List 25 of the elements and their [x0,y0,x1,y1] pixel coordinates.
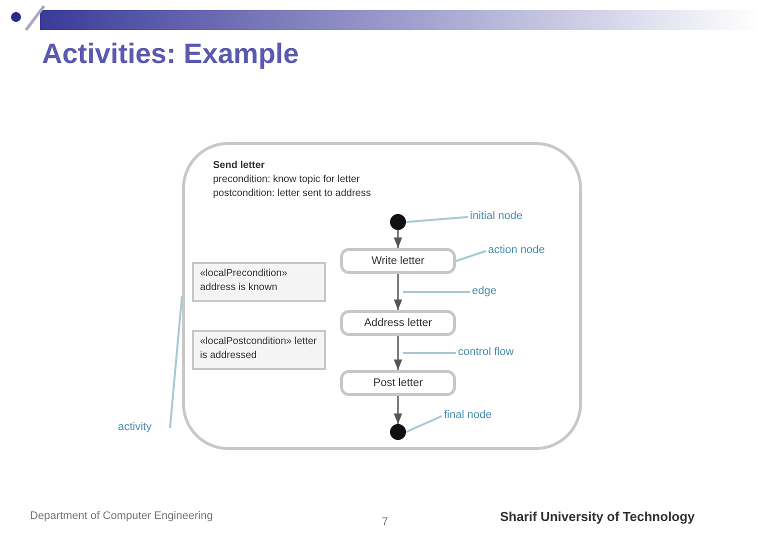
final-node [390,424,406,440]
slide-title: Activities: Example [42,38,299,70]
control-flow-arrow [394,230,402,248]
leader-line [456,250,486,262]
control-flow-arrow [394,396,402,424]
leader-line [406,216,468,223]
note-box: «localPostcondition» letter is addressed [192,330,326,370]
action-box: Post letter [340,370,456,396]
condition-text: postcondition: letter sent to address [213,187,372,201]
page-number: 7 [382,516,388,528]
activity-name: Send letter [213,159,266,173]
condition-text: precondition: know topic for letter [213,173,361,187]
control-flow-arrow [394,274,402,310]
initial-node [390,214,406,230]
action-box: Write letter [340,248,456,274]
leader-line [169,296,183,428]
action-box: Address letter [340,310,456,336]
footer-text: Sharif University of Technology [500,509,695,524]
control-flow-arrow [394,336,402,370]
activity-frame [182,142,582,450]
leader-line [403,291,470,293]
note-box: «localPrecondition» address is known [192,262,326,302]
leader-line [403,352,456,354]
leader-line [406,415,442,433]
footer-text: Department of Computer Engineering [30,510,213,522]
